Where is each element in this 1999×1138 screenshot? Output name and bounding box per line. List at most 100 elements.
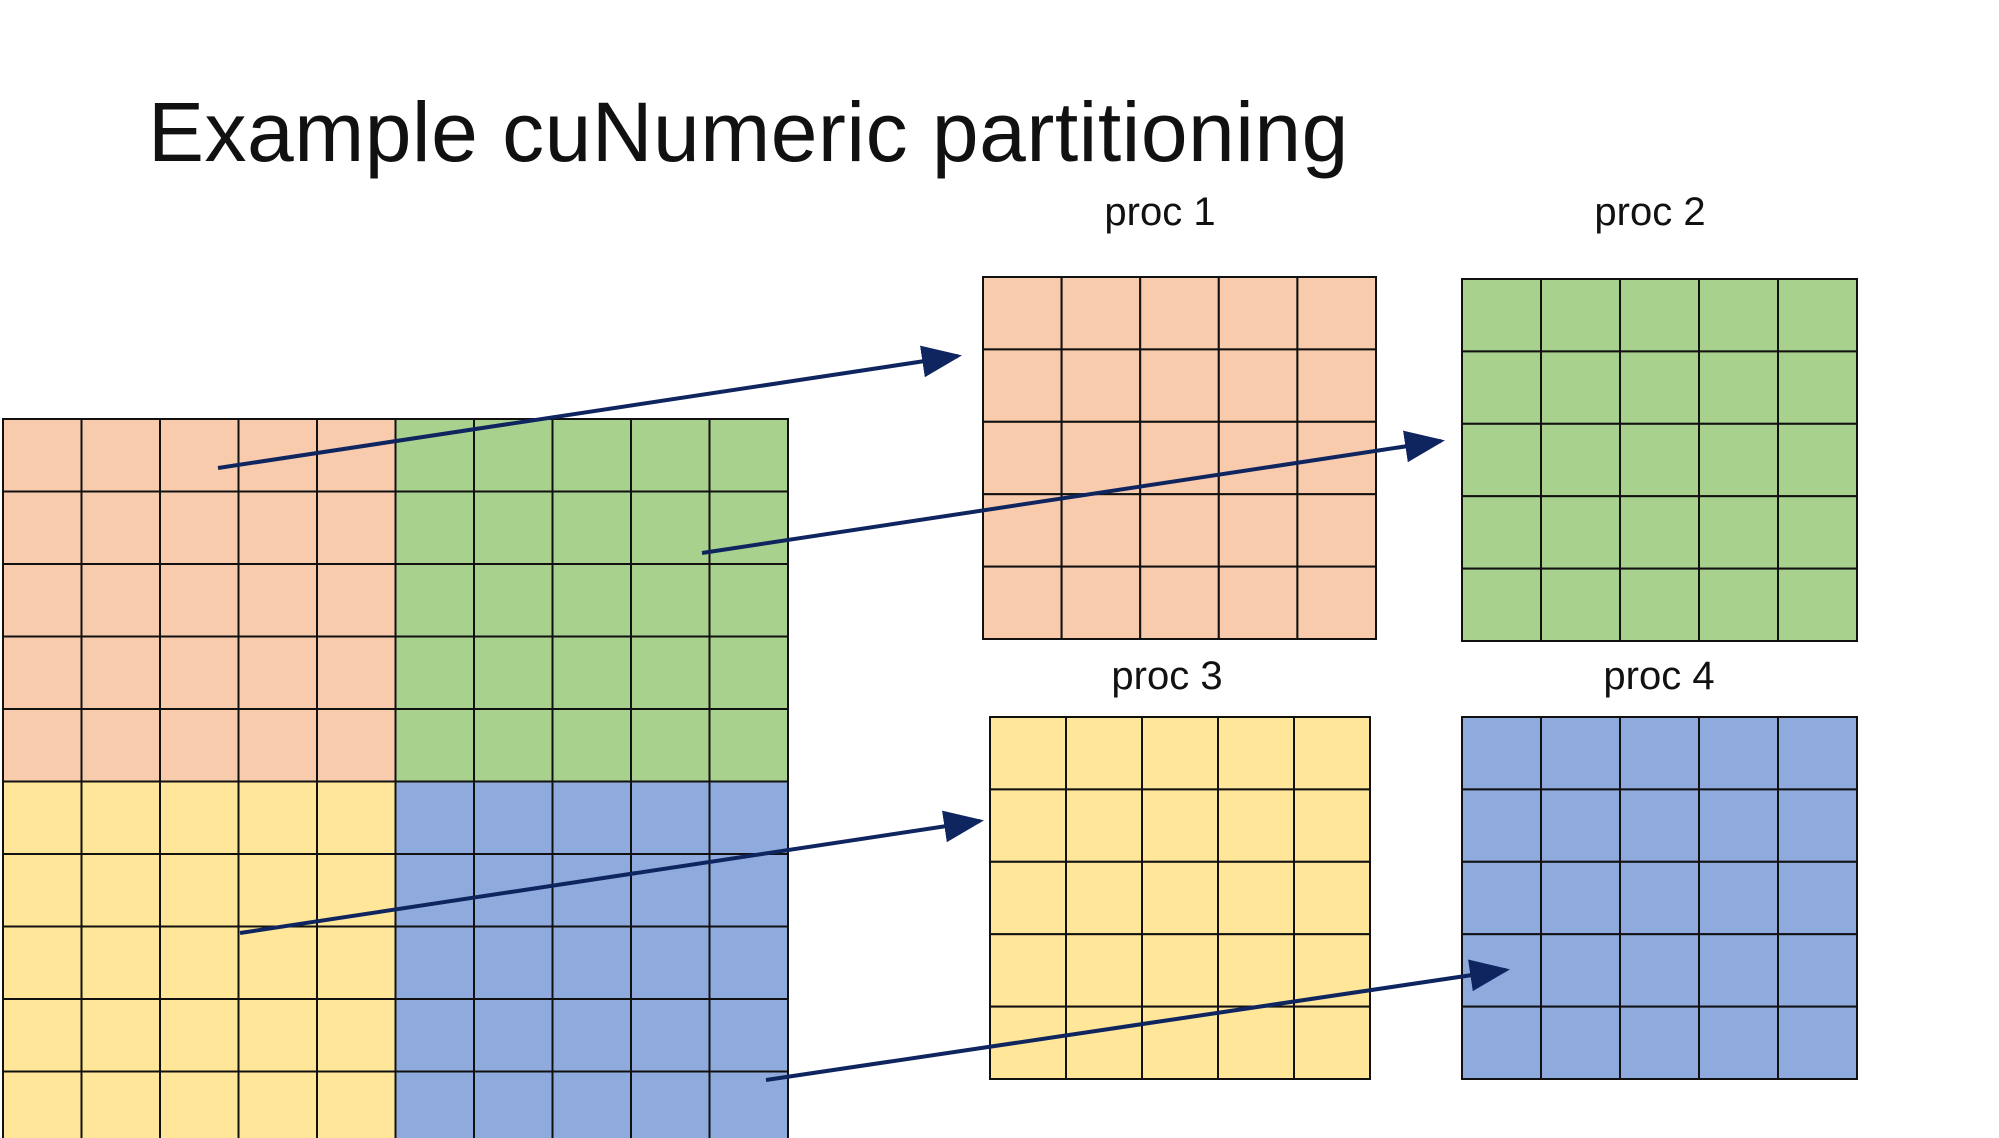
grid-cell: [1060, 493, 1142, 568]
grid-cell: [1777, 716, 1858, 791]
grid-cell: [1060, 276, 1142, 351]
grid-cell: [1777, 860, 1858, 936]
grid-cell: [1698, 1005, 1779, 1080]
grid-cell: [1060, 348, 1142, 423]
grid-cell: [394, 1070, 475, 1138]
grid-cell: [1139, 276, 1220, 351]
grid-cell: [1293, 860, 1371, 936]
grid-cell: [394, 708, 475, 783]
grid-cell: [630, 925, 711, 1000]
grid-cell: [80, 418, 161, 493]
proc2-block: [1461, 278, 1858, 642]
grid-cell: [630, 780, 711, 855]
grid-cell: [982, 420, 1063, 496]
grid-cell: [1619, 567, 1700, 642]
grid-cell: [1293, 716, 1371, 791]
grid-cell: [1065, 933, 1143, 1008]
grid-cell: [1540, 788, 1621, 863]
grid-cell: [1777, 422, 1858, 498]
grid-cell: [1619, 860, 1700, 936]
grid-cell: [159, 1070, 240, 1138]
grid-cell: [1619, 422, 1700, 498]
partition-blocks: [982, 276, 1858, 1080]
grid-cell: [989, 933, 1067, 1008]
grid-cell: [159, 708, 240, 783]
grid-cell: [1217, 1005, 1295, 1080]
grid-cell: [551, 563, 632, 638]
grid-cell: [80, 708, 161, 783]
grid-cell: [237, 708, 318, 783]
grid-cell: [551, 1070, 632, 1138]
grid-cell: [1461, 716, 1542, 791]
grid-cell: [237, 563, 318, 638]
mapping-arrows: [217, 345, 1510, 1082]
grid-cell: [2, 635, 83, 710]
grid-cell: [394, 635, 475, 710]
grid-cell: [1540, 278, 1621, 353]
grid-cell: [473, 708, 554, 783]
grid-cell: [1461, 1005, 1542, 1080]
grid-cell: [394, 780, 475, 855]
grid-cell: [316, 780, 397, 855]
grid-cell: [1141, 716, 1219, 791]
grid-cell: [316, 998, 397, 1073]
grid-cell: [2, 490, 83, 565]
arrow-proc3-to-proc3-block: [239, 810, 984, 935]
grid-cell: [80, 563, 161, 638]
grid-cell: [551, 418, 632, 493]
grid-cell: [1139, 565, 1220, 640]
grid-cell: [1540, 495, 1621, 570]
grid-cell: [237, 635, 318, 710]
grid-cell: [630, 418, 711, 493]
grid-cell: [1217, 788, 1295, 863]
grid-cell: [1540, 716, 1621, 791]
grid-cell: [473, 563, 554, 638]
grid-cell: [316, 925, 397, 1000]
grid-cell: [708, 780, 789, 855]
grid-cell: [237, 490, 318, 565]
global-array-grid: [2, 418, 789, 1138]
grid-cell: [2, 708, 83, 783]
proc-1-label: proc 1: [1104, 190, 1215, 234]
proc4-block: [1461, 716, 1858, 1080]
grid-cell: [708, 490, 789, 565]
grid-cell: [1619, 350, 1700, 425]
grid-cell: [1217, 565, 1299, 640]
grid-cell: [2, 418, 83, 493]
grid-cell: [473, 780, 554, 855]
grid-cell: [1296, 276, 1378, 351]
grid-cell: [1777, 350, 1858, 425]
grid-cell: [1698, 716, 1779, 791]
grid-cell: [1065, 788, 1143, 863]
grid-cell: [1141, 788, 1219, 863]
grid-cell: [1065, 1005, 1143, 1080]
grid-cell: [630, 490, 711, 565]
grid-cell: [1698, 278, 1779, 353]
grid-cell: [316, 490, 397, 565]
grid-cell: [80, 998, 161, 1073]
grid-cell: [1619, 788, 1700, 863]
grid-cell: [473, 418, 554, 493]
grid-cell: [708, 418, 789, 493]
grid-cell: [80, 490, 161, 565]
grid-cell: [1217, 276, 1299, 351]
grid-cell: [316, 635, 397, 710]
grid-cell: [2, 998, 83, 1073]
grid-cell: [1698, 495, 1779, 570]
grid-cell: [1777, 278, 1858, 353]
grid-cell: [551, 635, 632, 710]
grid-cell: [1065, 860, 1143, 936]
proc-2-label: proc 2: [1594, 190, 1705, 234]
grid-cell: [1777, 788, 1858, 863]
grid-cell: [80, 780, 161, 855]
grid-cell: [159, 563, 240, 638]
grid-cell: [1540, 567, 1621, 642]
grid-cell: [551, 780, 632, 855]
grid-cell: [708, 635, 789, 710]
grid-cell: [1619, 495, 1700, 570]
grid-cell: [1619, 716, 1700, 791]
grid-cell: [1217, 420, 1299, 496]
grid-cell: [316, 563, 397, 638]
grid-cell: [159, 780, 240, 855]
grid-cell: [473, 998, 554, 1073]
